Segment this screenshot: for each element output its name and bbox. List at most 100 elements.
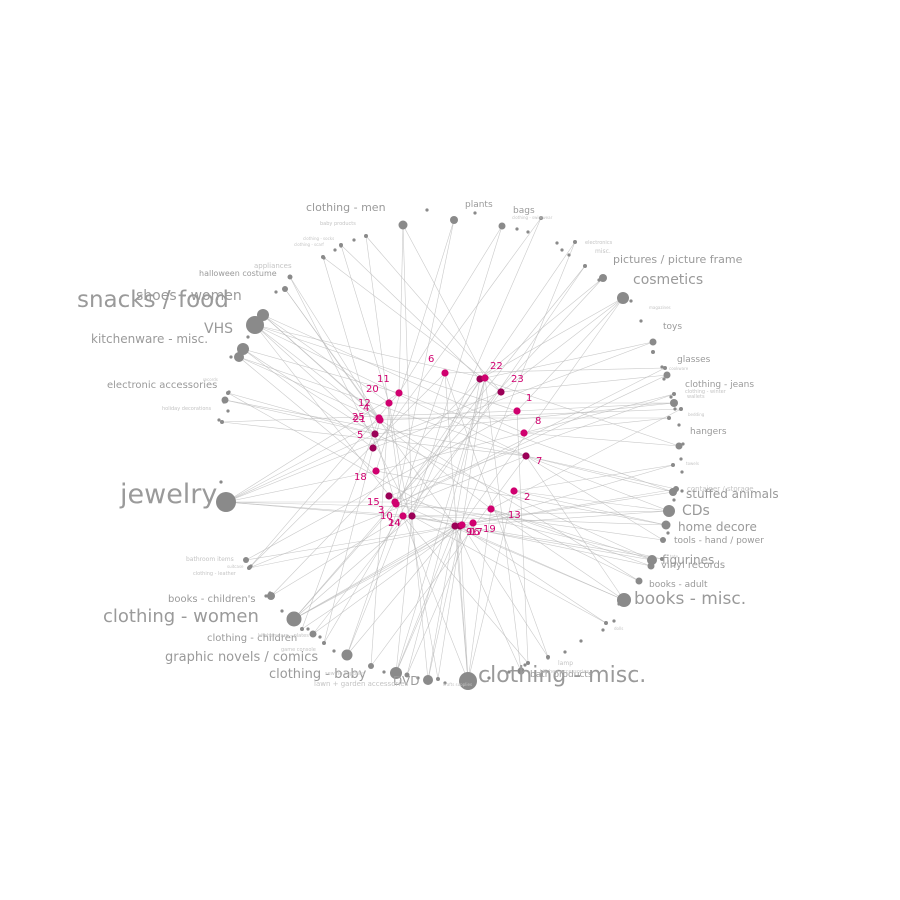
category-node[interactable] — [450, 216, 458, 224]
category-node[interactable] — [635, 577, 643, 585]
category-node[interactable] — [243, 557, 249, 563]
category-label: appliances — [254, 262, 292, 270]
category-node[interactable] — [617, 593, 631, 607]
category-node[interactable] — [237, 343, 249, 355]
category-node[interactable] — [546, 655, 550, 659]
category-node[interactable] — [234, 352, 244, 362]
category-node[interactable] — [216, 492, 236, 512]
minor-category-dot — [612, 619, 616, 623]
category-node[interactable] — [663, 505, 675, 517]
category-node[interactable] — [246, 316, 264, 334]
category-label: suitcase — [227, 564, 244, 569]
category-node[interactable] — [498, 222, 506, 230]
category-node[interactable] — [341, 649, 353, 661]
category-node[interactable] — [368, 663, 374, 669]
category-node[interactable] — [286, 611, 302, 627]
category-node[interactable] — [651, 350, 655, 354]
category-node[interactable] — [660, 537, 666, 543]
category-node[interactable] — [673, 486, 679, 492]
hub-node[interactable] — [385, 492, 393, 500]
minor-category-dot — [672, 498, 676, 502]
category-label: kitchenware - plates — [258, 633, 309, 639]
hub-node[interactable] — [375, 414, 383, 422]
hub-node[interactable] — [513, 407, 521, 415]
category-node[interactable] — [257, 309, 269, 321]
category-node[interactable] — [423, 675, 433, 685]
category-node[interactable] — [517, 667, 525, 675]
category-node[interactable] — [390, 667, 402, 679]
edge-36 — [513, 490, 670, 512]
category-label: clothing - baby — [269, 667, 367, 682]
category-node[interactable] — [667, 416, 671, 420]
edge-21 — [293, 525, 456, 620]
edge-98 — [398, 225, 503, 394]
category-node[interactable] — [539, 216, 543, 220]
category-node[interactable] — [300, 627, 304, 631]
hub-node[interactable] — [522, 452, 530, 460]
category-node[interactable] — [660, 557, 664, 561]
edge-103 — [370, 455, 527, 667]
category-node[interactable] — [649, 338, 657, 346]
category-node[interactable] — [661, 520, 671, 530]
category-node[interactable] — [282, 286, 288, 292]
category-node[interactable] — [267, 592, 275, 600]
hub-node[interactable] — [481, 374, 489, 382]
hub-node[interactable] — [487, 505, 495, 513]
edge-14 — [254, 324, 397, 505]
category-node[interactable] — [617, 292, 629, 304]
category-node[interactable] — [526, 661, 530, 665]
hub-node[interactable] — [371, 430, 379, 438]
hub-node[interactable] — [441, 369, 449, 377]
category-node[interactable] — [670, 399, 678, 407]
hub-node[interactable] — [408, 512, 416, 520]
category-node[interactable] — [226, 391, 230, 395]
hub-node[interactable] — [458, 521, 466, 529]
category-node[interactable] — [322, 641, 326, 645]
category-node[interactable] — [321, 255, 325, 259]
hub-node[interactable] — [510, 487, 518, 495]
hub-node[interactable] — [395, 389, 403, 397]
category-node[interactable] — [364, 234, 368, 238]
hub-label: 12 — [358, 398, 371, 409]
hub-label: 2 — [524, 492, 530, 503]
category-node[interactable] — [309, 630, 317, 638]
hub-label: 7 — [536, 456, 542, 467]
category-node[interactable] — [404, 672, 410, 678]
category-label: bath products — [530, 670, 593, 680]
category-node[interactable] — [604, 621, 608, 625]
category-node[interactable] — [647, 555, 657, 565]
category-node[interactable] — [573, 240, 577, 244]
edge-96 — [375, 219, 455, 472]
category-node[interactable] — [459, 672, 477, 690]
edge-108 — [245, 525, 456, 561]
category-node[interactable] — [583, 264, 587, 268]
edge-130 — [459, 241, 576, 527]
category-node[interactable] — [663, 366, 667, 370]
category-node[interactable] — [599, 274, 607, 282]
category-node[interactable] — [436, 677, 440, 681]
hub-node[interactable] — [369, 444, 377, 452]
category-node[interactable] — [671, 463, 675, 467]
category-node[interactable] — [679, 407, 683, 411]
category-node[interactable] — [672, 392, 676, 396]
hub-node[interactable] — [392, 500, 400, 508]
hub-node[interactable] — [497, 388, 505, 396]
minor-category-dot — [679, 457, 683, 461]
category-node[interactable] — [287, 274, 293, 280]
category-node[interactable] — [339, 243, 343, 247]
edge-32 — [500, 297, 624, 393]
category-node[interactable] — [247, 566, 251, 570]
category-node[interactable] — [398, 220, 408, 230]
hub-node[interactable] — [469, 519, 477, 527]
minor-category-dot — [226, 409, 230, 413]
category-node[interactable] — [647, 562, 655, 570]
hub-node[interactable] — [372, 467, 380, 475]
category-node[interactable] — [675, 442, 683, 450]
category-node[interactable] — [220, 420, 224, 424]
hub-node[interactable] — [399, 512, 407, 520]
hub-node[interactable] — [520, 429, 528, 437]
category-node[interactable] — [663, 371, 671, 379]
hub-node[interactable] — [451, 522, 459, 530]
hub-node[interactable] — [385, 399, 393, 407]
category-node[interactable] — [221, 396, 229, 404]
